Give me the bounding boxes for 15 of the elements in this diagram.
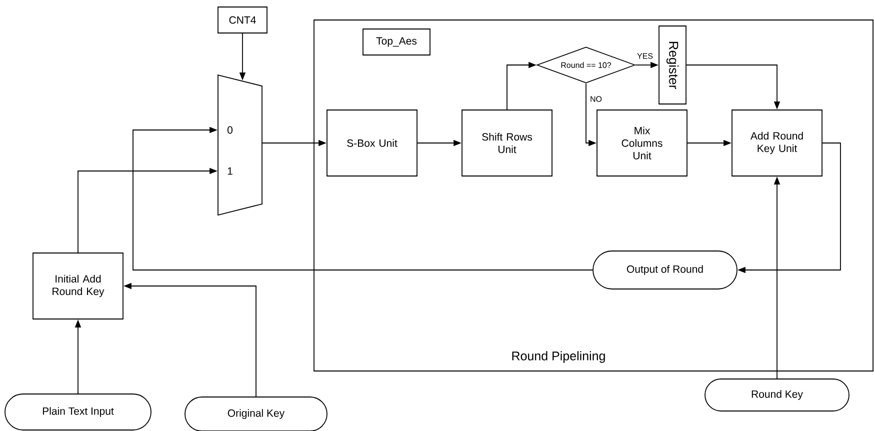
process-box: Mix Columns Unit [596,110,688,176]
terminal-box: Output of Round [592,250,738,290]
terminal-box: Original Key [184,396,328,431]
process-box: Add Round Key Unit [732,110,822,176]
process-box: CNT4 [218,6,268,34]
process-box: S-Box Unit [326,110,418,176]
register-box: Register [658,26,686,104]
terminal-box: Round Key [704,378,850,412]
edge-label: YES [636,52,654,60]
process-box: Top_Aes [362,28,430,56]
process-box: Initial Add Round Key [32,252,124,320]
terminal-box: Plain Text Input [4,394,152,430]
edge-label: NO [589,95,603,103]
process-box: Shift Rows Unit [462,110,552,176]
arrow [132,126,593,270]
